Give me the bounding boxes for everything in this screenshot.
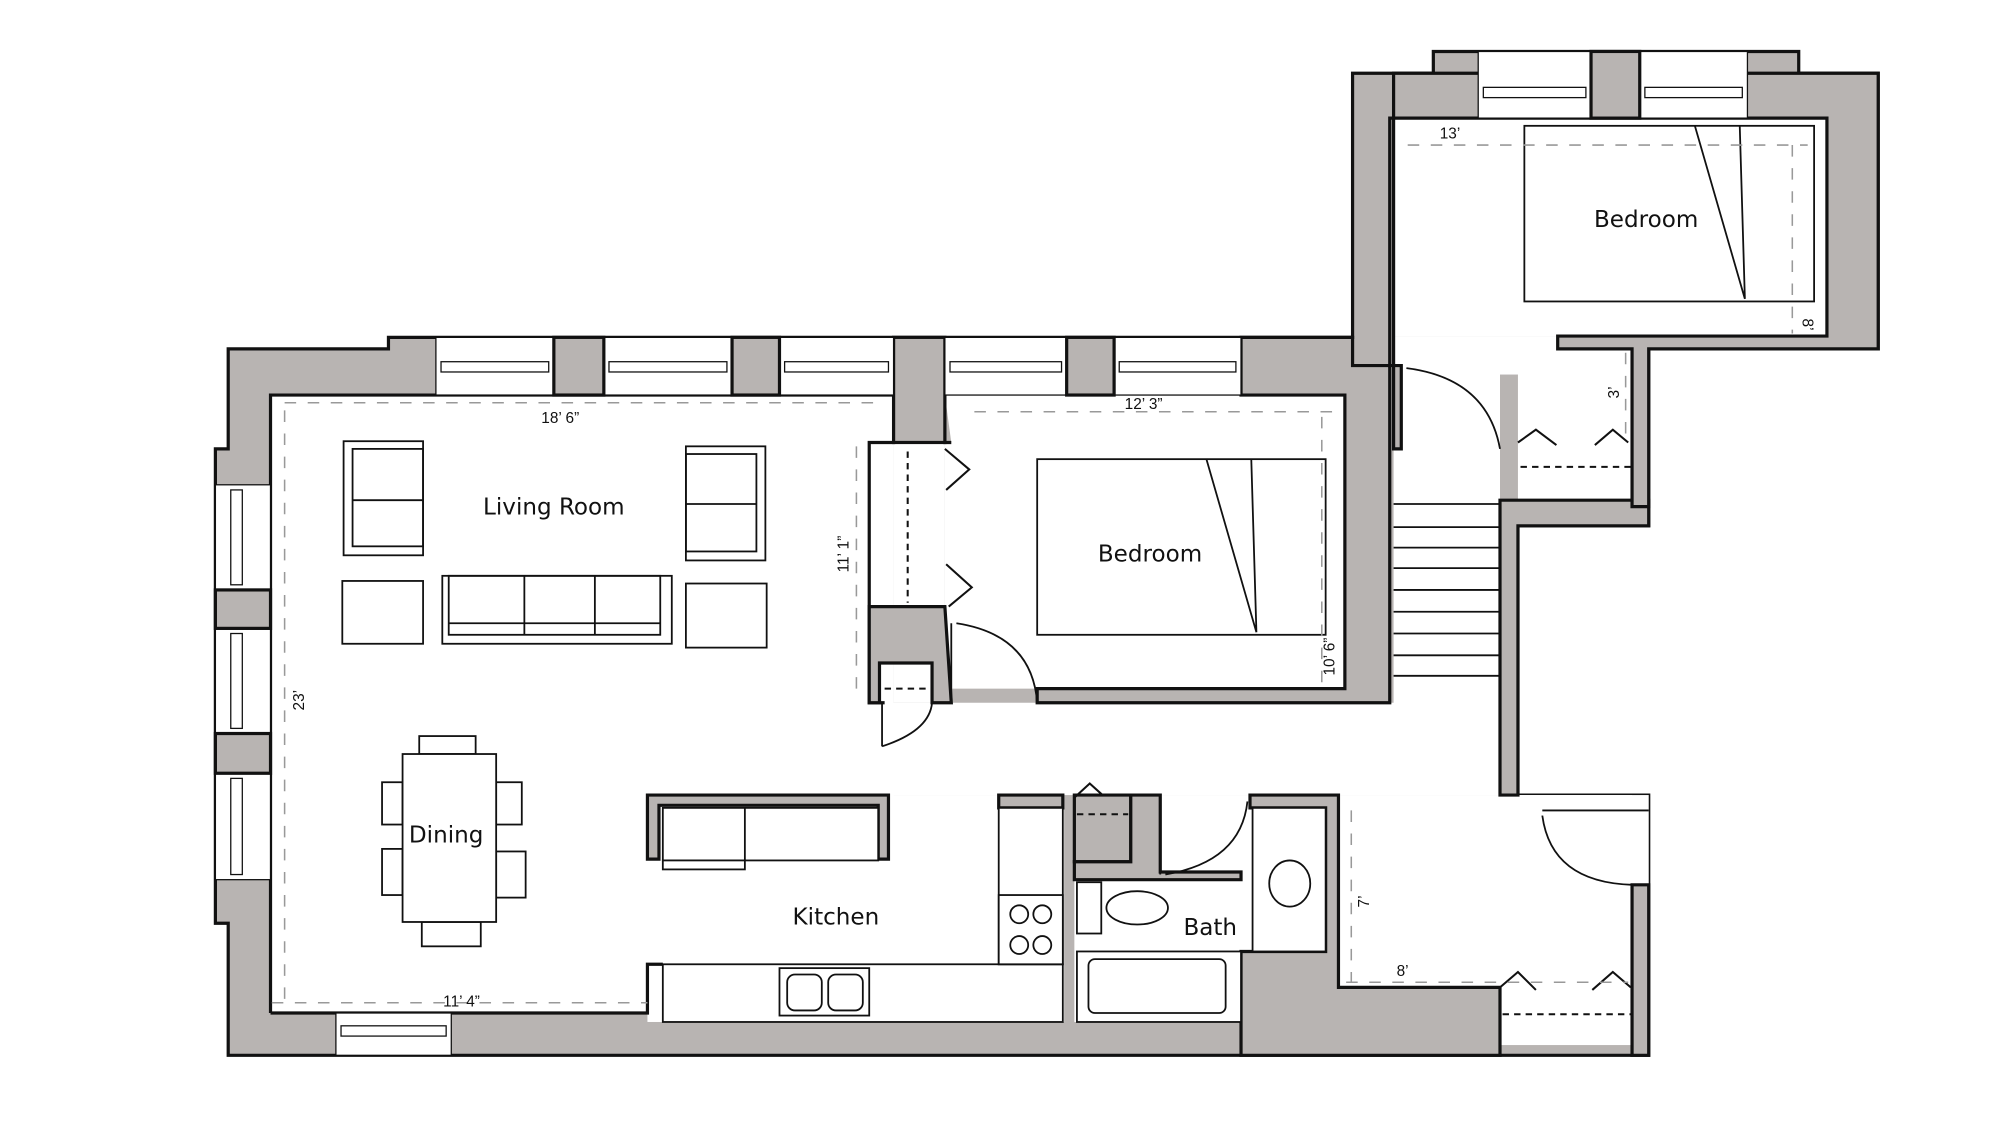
dim-bedroom-upper-depth: 8’ <box>1799 319 1816 331</box>
vanity <box>1251 806 1327 953</box>
chair <box>418 735 477 755</box>
interior-walls <box>268 71 1880 1057</box>
armchair <box>342 440 424 557</box>
label-dining: Dining <box>409 822 483 848</box>
dining-furniture <box>381 735 527 948</box>
beds <box>1036 124 1815 636</box>
side-table <box>685 582 768 649</box>
vanity-sink <box>1268 859 1312 908</box>
closet-bifold-doors <box>944 428 1632 991</box>
window <box>1477 50 1592 119</box>
dimension-lines <box>271 144 1808 1004</box>
label-bath: Bath <box>1183 915 1237 941</box>
dim-entry-depth: 7’ <box>1356 895 1373 907</box>
staircase <box>1393 503 1501 677</box>
windows <box>213 49 1749 1056</box>
doors <box>881 365 1649 1016</box>
dim-dining-width: 11’ 4” <box>443 994 480 1011</box>
label-kitchen: Kitchen <box>793 905 880 931</box>
dim-bedroom-middle-depth: 10’ 6” <box>1322 638 1339 676</box>
dining-table <box>401 753 498 923</box>
toilet <box>1105 890 1169 926</box>
door-bedroom-upper <box>1400 365 1501 450</box>
door-bath <box>1159 801 1249 876</box>
closet-rods <box>884 451 1631 1016</box>
kitchen-island <box>661 806 880 862</box>
dim-bedroom-upper-width: 13’ <box>1440 126 1461 143</box>
bath-fixtures <box>1076 806 1327 1023</box>
living-room-furniture <box>341 440 768 649</box>
dim-closet-depth: 11’ 1” <box>836 536 853 573</box>
window <box>1639 50 1749 119</box>
chair <box>381 781 404 826</box>
dim-bedroom-middle-width: 12’ 3” <box>1125 396 1163 413</box>
sink <box>778 967 871 1017</box>
chair <box>495 850 527 899</box>
dim-living-width: 18’ 6” <box>541 410 579 427</box>
stove <box>997 894 1064 966</box>
chair <box>420 921 482 948</box>
door-entry <box>1541 809 1649 886</box>
dim-upper-closet-depth: 3’ <box>1606 387 1623 399</box>
door-bedroom-middle <box>950 622 1039 703</box>
door-closet <box>881 702 933 748</box>
room-labels: Living Room Bedroom Bedroom Dining Kitch… <box>409 207 1698 941</box>
chair <box>381 848 404 896</box>
label-bedroom-middle: Bedroom <box>1098 542 1202 568</box>
dim-living-depth: 23’ <box>291 690 308 711</box>
bathtub <box>1076 950 1242 1023</box>
bed-upper <box>1523 124 1815 303</box>
side-table <box>341 580 424 645</box>
dim-entry-width: 8’ <box>1397 963 1409 980</box>
label-bedroom-upper: Bedroom <box>1594 207 1698 233</box>
toilet-tank <box>1076 881 1103 935</box>
dimension-labels: 18’ 6” 23’ 11’ 4” 11’ 1” 12’ 3” 10’ 6” 1… <box>291 126 1816 1011</box>
label-living-room: Living Room <box>483 494 625 520</box>
chair <box>495 781 523 826</box>
sofa <box>441 574 673 645</box>
bed-middle <box>1036 458 1327 636</box>
kitchen-fixtures <box>661 806 1064 1023</box>
